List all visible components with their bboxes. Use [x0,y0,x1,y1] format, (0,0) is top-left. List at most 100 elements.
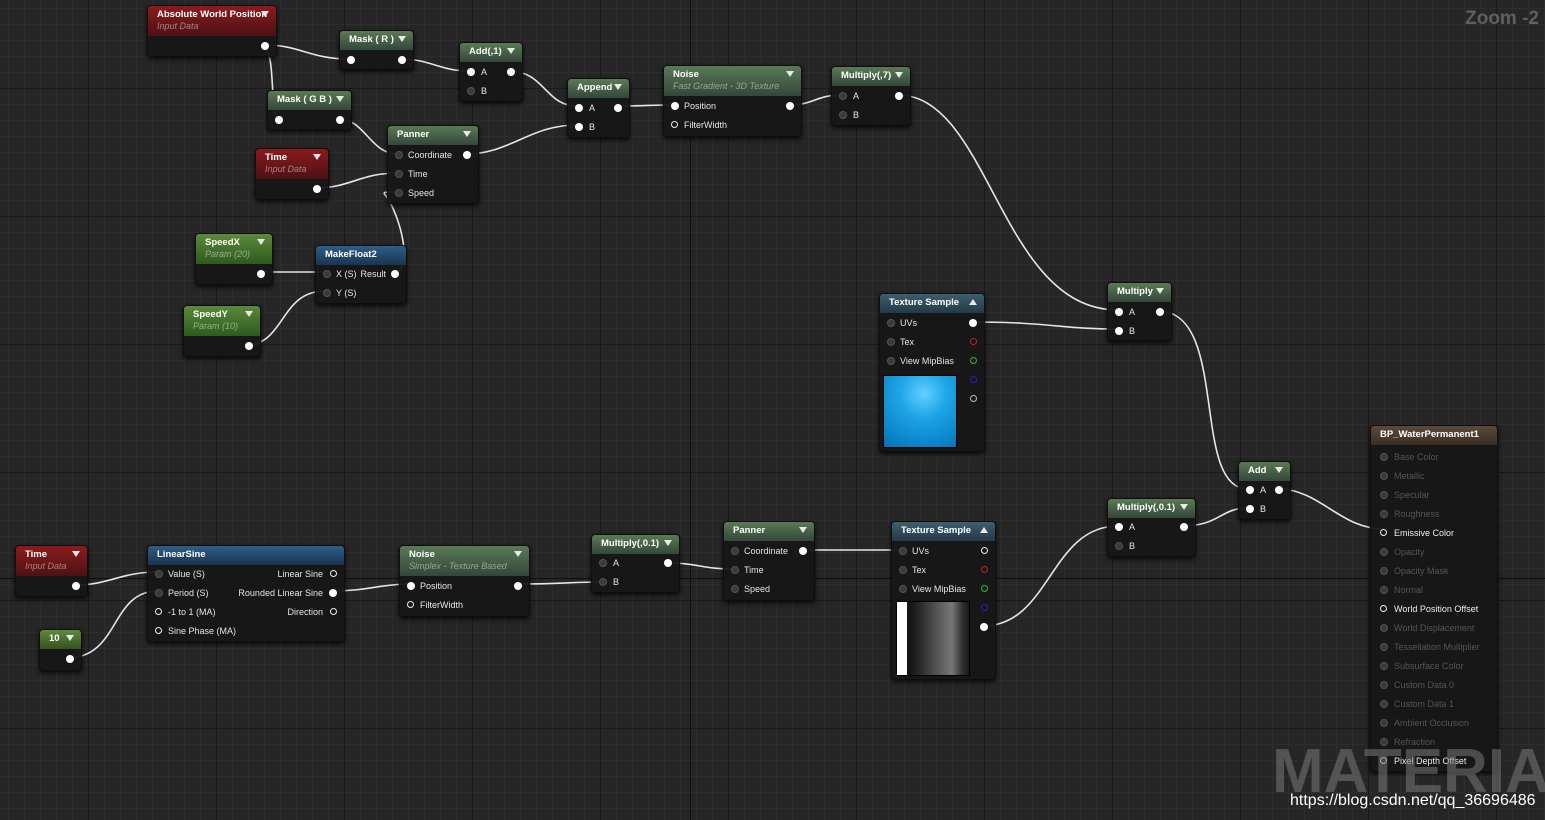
collapse-arrow-icon[interactable] [245,311,253,317]
input-pin-period[interactable] [155,589,163,597]
result-input-pin[interactable] [1380,624,1388,632]
output-pin-r[interactable] [970,338,977,345]
result-input-pin[interactable] [1380,605,1387,612]
output-pin-rounded[interactable] [329,589,337,597]
output-pin[interactable] [398,56,406,64]
output-pin-b[interactable] [981,604,988,611]
collapse-arrow-icon[interactable] [463,131,471,137]
input-pin-b[interactable] [1115,542,1123,550]
collapse-arrow-icon[interactable] [1156,288,1164,294]
result-input-pin[interactable] [1380,700,1388,708]
input-pin-tex[interactable] [899,566,907,574]
node-param-speedy[interactable]: SpeedY Param (10) [183,305,261,357]
result-input-pin[interactable] [1380,472,1388,480]
node-noise-simplex[interactable]: Noise Simplex - Texture Based Position F… [399,545,530,617]
input-pin[interactable] [275,116,283,124]
result-input-pin[interactable] [1380,510,1388,518]
node-linear-sine[interactable]: LinearSine Value (S) Linear Sine Period … [147,545,345,642]
output-pin[interactable] [664,559,672,567]
collapse-arrow-icon[interactable] [664,540,672,546]
node-param-speedx[interactable]: SpeedX Param (20) [195,233,273,285]
node-panner-top[interactable]: Panner Coordinate Time Speed [387,125,479,204]
result-input-pin[interactable] [1380,662,1388,670]
input-pin-coordinate[interactable] [731,547,739,555]
node-texture-sample-bottom[interactable]: Texture Sample UVs Tex View MipBias [891,521,996,680]
result-input-pin[interactable] [1380,491,1388,499]
input-pin-value[interactable] [155,570,163,578]
node-multiply-0-1-left[interactable]: Multiply(,0.1) A B [591,534,680,593]
output-pin[interactable] [614,104,622,112]
result-input-pin[interactable] [1380,548,1388,556]
input-pin-mipbias[interactable] [887,357,895,365]
result-input-pin[interactable] [1380,529,1387,536]
input-pin-a[interactable] [575,104,583,112]
input-pin-range[interactable] [155,608,162,615]
result-input-pin[interactable] [1380,681,1388,689]
node-time-top[interactable]: Time Input Data [255,148,329,200]
collapse-arrow-icon[interactable] [514,551,522,557]
node-absolute-world-position[interactable]: Absolute World Position Input Data [147,5,277,57]
node-noise-fast-gradient[interactable]: Noise Fast Gradient - 3D Texture Positio… [663,65,802,137]
input-pin-coordinate[interactable] [395,151,403,159]
collapse-arrow-icon[interactable] [261,11,269,17]
output-pin-b[interactable] [970,376,977,383]
output-pin-rgb[interactable] [969,319,977,327]
collapse-arrow-icon[interactable] [1275,467,1283,473]
collapse-arrow-icon[interactable] [799,527,807,533]
collapse-arrow-icon[interactable] [614,84,622,90]
input-pin-a[interactable] [467,68,475,76]
output-pin-g[interactable] [970,357,977,364]
node-panner-bottom[interactable]: Panner Coordinate Time Speed [723,521,815,601]
input-pin-x[interactable] [323,270,331,278]
result-input-pin[interactable] [1380,453,1388,461]
output-pin[interactable] [1275,486,1283,494]
input-pin-y[interactable] [323,289,331,297]
input-pin-speed[interactable] [731,585,739,593]
output-pin[interactable] [1156,308,1164,316]
result-input-pin[interactable] [1380,757,1387,764]
collapse-arrow-icon[interactable] [336,96,344,102]
node-time-bottom[interactable]: Time Input Data [15,545,88,597]
node-texture-sample-top[interactable]: Texture Sample UVs Tex View MipBias [879,293,985,452]
output-pin[interactable] [1180,523,1188,531]
input-pin-position[interactable] [407,582,415,590]
result-input-pin[interactable] [1380,586,1388,594]
output-pin-a[interactable] [980,623,988,631]
input-pin-a[interactable] [1246,486,1254,494]
output-pin[interactable] [72,582,80,590]
output-pin-rgb[interactable] [981,547,988,554]
node-mask-r[interactable]: Mask ( R ) [339,30,414,70]
input-pin-b[interactable] [839,111,847,119]
input-pin-time[interactable] [731,566,739,574]
output-pin-g[interactable] [981,585,988,592]
output-pin[interactable] [799,547,807,555]
input-pin-b[interactable] [467,87,475,95]
input-pin-a[interactable] [599,559,607,567]
collapse-arrow-icon[interactable] [969,299,977,305]
input-pin-phase[interactable] [155,627,162,634]
output-pin-result[interactable] [391,270,399,278]
collapse-arrow-icon[interactable] [72,551,80,557]
output-pin-a[interactable] [970,395,977,402]
input-pin[interactable] [347,56,355,64]
node-mask-gb[interactable]: Mask ( G B ) [267,90,352,130]
node-multiply-7[interactable]: Multiply(,7) A B [831,66,911,126]
input-pin-mipbias[interactable] [899,585,907,593]
node-add[interactable]: Add A B [1238,461,1291,520]
output-pin[interactable] [786,102,794,110]
result-input-pin[interactable] [1380,643,1388,651]
input-pin-a[interactable] [1115,523,1123,531]
output-pin[interactable] [507,68,515,76]
input-pin-speed[interactable] [395,189,403,197]
input-pin-a[interactable] [839,92,847,100]
node-add-1[interactable]: Add(,1) A B [459,42,523,102]
input-pin-filterwidth[interactable] [671,121,678,128]
node-constant-10[interactable]: 10 [39,629,82,671]
collapse-arrow-icon[interactable] [895,72,903,78]
node-multiply[interactable]: Multiply A B [1107,282,1172,341]
input-pin-uvs[interactable] [899,547,907,555]
output-pin[interactable] [895,92,903,100]
input-pin-tex[interactable] [887,338,895,346]
node-makefloat2[interactable]: MakeFloat2 X (S) Result Y (S) [315,245,407,304]
